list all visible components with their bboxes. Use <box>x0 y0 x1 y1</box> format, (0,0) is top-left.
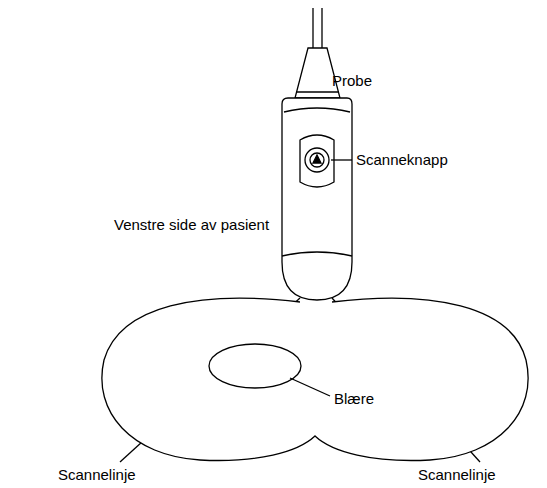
callout-label: Blære <box>334 390 374 408</box>
probe-tip <box>282 252 352 256</box>
bladder-outline <box>209 344 301 388</box>
probe-body <box>282 98 352 300</box>
probe-body <box>284 108 350 112</box>
probe-cable <box>321 8 322 48</box>
probe-cable <box>312 8 313 48</box>
callout-label: Probe <box>332 72 372 90</box>
leader-line <box>290 378 330 396</box>
scan-button <box>310 153 324 167</box>
scan-button <box>305 148 329 172</box>
button-recess <box>300 135 334 187</box>
callout-label: Venstre side av pasient <box>114 216 269 234</box>
callout-label: Scannelinje <box>418 466 496 484</box>
leader-line <box>331 159 352 160</box>
callout-label: Scannelinje <box>58 466 136 484</box>
scan-button <box>313 155 321 163</box>
body-cross-section <box>102 298 528 460</box>
probe-strain-relief <box>296 91 339 92</box>
callout-label: Scanneknapp <box>356 151 448 169</box>
